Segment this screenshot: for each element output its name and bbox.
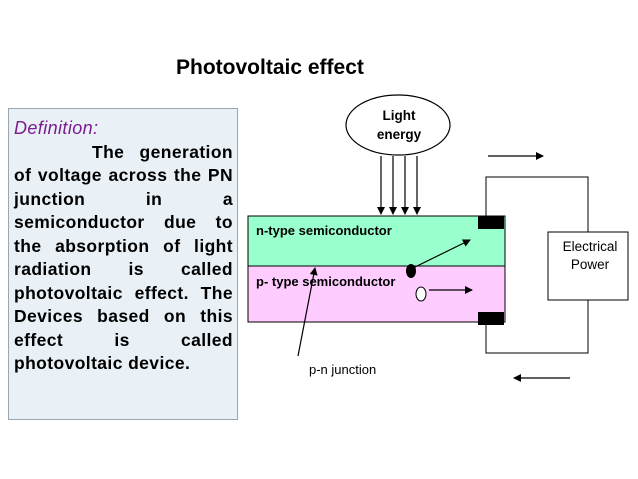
electron-dot xyxy=(406,264,416,278)
p-type-label: p- type semiconductor xyxy=(256,274,396,289)
p-type-region xyxy=(247,265,506,323)
electrical-power-box xyxy=(547,231,629,301)
top-electrode xyxy=(478,216,504,229)
pn-junction-label: p-n junction xyxy=(309,362,377,377)
definition-body: The generation of voltage across the PN … xyxy=(14,141,233,374)
light-label-line: Light xyxy=(382,108,416,123)
light-label-line: energy xyxy=(376,127,422,142)
light-energy-ellipse xyxy=(345,94,451,156)
definition-box: Definition: The generation of voltage ac… xyxy=(8,108,238,420)
circuit-wire xyxy=(485,176,589,354)
bottom-electrode xyxy=(478,312,504,325)
power-label-line: Electrical xyxy=(562,239,618,254)
light-rays xyxy=(377,156,421,215)
junction-pointer xyxy=(297,267,318,357)
power-label-line: Power xyxy=(570,257,610,272)
electrical-power-label: Electrical Power xyxy=(550,238,630,274)
definition-heading: Definition: xyxy=(14,118,99,138)
hole-circle xyxy=(415,286,427,302)
page-title: Photovoltaic effect xyxy=(176,56,364,79)
electron-arrow xyxy=(412,239,471,269)
light-energy-label: Light energy xyxy=(346,106,452,144)
n-type-label: n-type semiconductor xyxy=(256,223,392,238)
